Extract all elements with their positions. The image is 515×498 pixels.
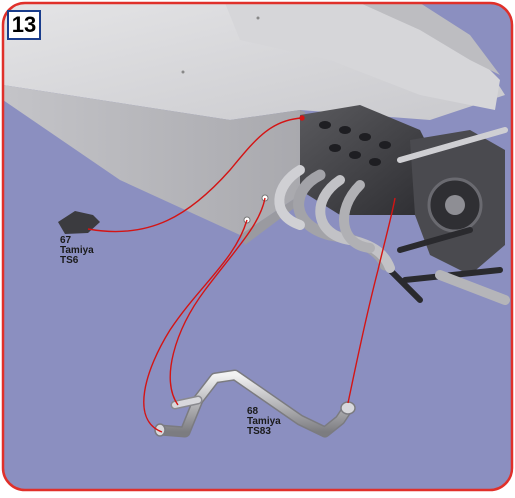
car-sidepod-side	[3, 85, 300, 235]
callout-paint-brand: Tamiya	[247, 416, 281, 427]
callout-paint-brand: Tamiya	[60, 245, 94, 256]
upper-rod	[397, 127, 508, 163]
callout-paint-code: TS6	[60, 255, 79, 266]
step-number-badge: 13	[7, 10, 41, 40]
callout-part-68: 68 Tamiya TS83	[247, 407, 281, 437]
engine-cylinder-heads	[319, 121, 391, 166]
tail-pipe-part	[154, 369, 354, 438]
leader-lines	[87, 115, 396, 433]
car-cockpit	[360, 3, 500, 75]
car-sidepod-rear	[240, 110, 305, 245]
callout-part-67: 67 Tamiya TS6	[60, 236, 94, 266]
body-detail-dot	[256, 16, 260, 20]
exhaust-headers	[274, 165, 395, 273]
tail-pipe-end	[340, 401, 356, 415]
rear-axle-tube	[435, 270, 510, 305]
callout-part-number: 67	[60, 235, 72, 246]
callout-paint-code: TS83	[247, 426, 271, 437]
step-number: 13	[11, 12, 37, 37]
callout-part-number: 68	[247, 406, 259, 417]
small-part-67	[58, 211, 100, 234]
tail-pipe-end	[154, 423, 166, 437]
body-detail-dot	[181, 70, 185, 74]
gearbox-hub	[445, 195, 465, 215]
